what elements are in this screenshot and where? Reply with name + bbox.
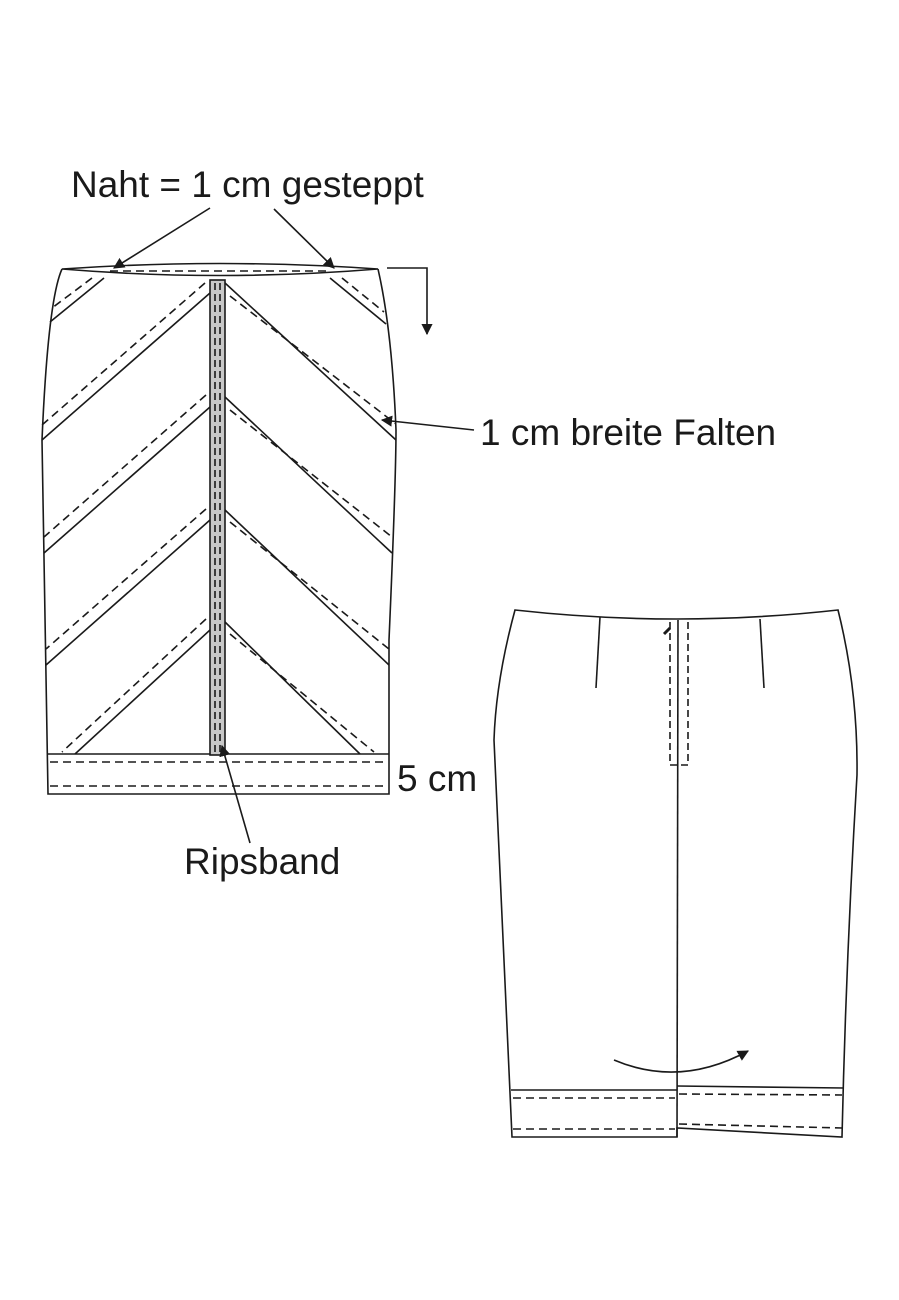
ribbon-label: Ripsband bbox=[184, 841, 341, 882]
front-skirt bbox=[41, 262, 397, 795]
front-skirt-outline bbox=[41, 268, 397, 795]
back-dart-right bbox=[759, 618, 765, 689]
fold-down-arrow bbox=[387, 267, 433, 336]
back-skirt bbox=[493, 609, 858, 1138]
seam-label: Naht = 1 cm gesteppt bbox=[71, 164, 424, 205]
front-waistband bbox=[61, 262, 379, 277]
left-pleats bbox=[41, 277, 211, 755]
right-pleats bbox=[224, 277, 397, 755]
overlap-arrow bbox=[613, 1050, 749, 1073]
seam-pointer-right bbox=[273, 208, 335, 269]
seam-pointer-left bbox=[113, 207, 211, 269]
zipper-stitch bbox=[669, 622, 689, 766]
pleat-pointer bbox=[380, 415, 475, 431]
pleats-label: 1 cm breite Falten bbox=[480, 412, 777, 453]
back-center-seam bbox=[676, 619, 679, 1138]
hem-width-label: 5 cm bbox=[397, 758, 478, 799]
back-skirt-outline bbox=[493, 609, 858, 1138]
zipper-pull bbox=[662, 626, 672, 636]
ribbon-pointer bbox=[219, 744, 251, 844]
label-pointers bbox=[113, 207, 475, 844]
back-hem-stitch-right-top bbox=[678, 1093, 843, 1096]
back-dart-left bbox=[595, 616, 601, 689]
back-hem-stitch-right-bottom bbox=[678, 1123, 843, 1129]
back-hem-line-right bbox=[676, 1085, 845, 1089]
ribbon-band bbox=[209, 279, 226, 756]
